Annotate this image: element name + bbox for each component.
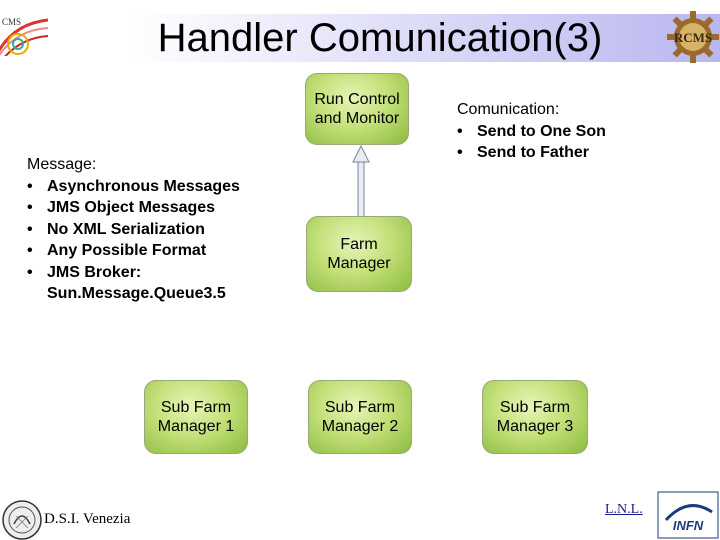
infn-logo-text: INFN	[673, 518, 704, 533]
run-control-monitor-box: Run Control and Monitor	[305, 73, 409, 145]
message-bullet: •Asynchronous Messages	[27, 177, 240, 195]
infn-logo-icon: INFN	[657, 491, 719, 539]
comunication-heading: Comunication:	[457, 101, 560, 118]
sub-farm-manager-2-box: Sub Farm Manager 2	[308, 380, 412, 454]
message-block: Message: •Asynchronous Messages •JMS Obj…	[27, 154, 287, 305]
message-bullet-continuation: Sun.Message.Queue3.5	[47, 285, 226, 302]
message-bullet: •No XML Serialization	[27, 220, 205, 238]
message-bullet: •JMS Broker:	[27, 263, 142, 281]
message-heading: Message:	[27, 156, 97, 173]
title-bar	[0, 14, 720, 62]
footer-dsi-venezia: D.S.I. Venezia	[44, 511, 131, 527]
comunication-bullet: •Send to One Son	[457, 122, 606, 140]
sub-farm-manager-1-box: Sub Farm Manager 1	[144, 380, 248, 454]
venezia-seal-icon	[2, 500, 42, 540]
comunication-bullet: •Send to Father	[457, 144, 590, 161]
farm-manager-box: Farm Manager	[306, 216, 412, 292]
message-bullet: •JMS Object Messages	[27, 199, 216, 216]
sub-farm-manager-3-box: Sub Farm Manager 3	[482, 380, 588, 454]
arrow-to-run-control	[352, 145, 370, 220]
comunication-block: Comunication: •Send to One Son •Send to …	[457, 99, 697, 164]
footer-lnl-link[interactable]: L.N.L.	[605, 502, 643, 517]
cms-logo-text: CMS	[2, 17, 21, 27]
cms-logo-icon: CMS	[0, 14, 48, 56]
rcms-logo-text: RCMS	[674, 30, 712, 45]
message-bullet: •Any Possible Format	[27, 242, 207, 259]
rcms-gear-logo-icon: RCMS	[667, 11, 719, 63]
page-title: Handler Comunication(3)	[157, 16, 603, 60]
